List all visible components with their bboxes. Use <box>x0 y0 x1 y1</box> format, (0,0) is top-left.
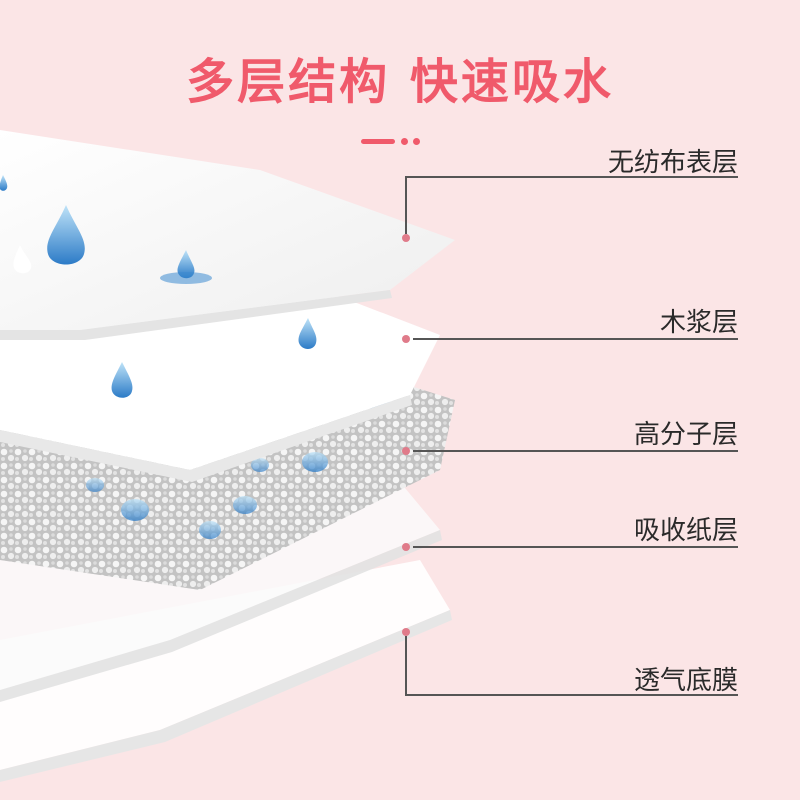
water-drops <box>0 175 317 398</box>
layer-label-nonwoven: 无纺布表层 <box>607 148 738 178</box>
layer-label-absorbent-paper: 吸收纸层 <box>633 516 738 546</box>
layer-label-wood-pulp: 木浆层 <box>659 308 738 338</box>
nonwoven-top-layer <box>0 130 455 340</box>
breathable-film-layer <box>0 560 452 782</box>
headline: 多层结构 快速吸水 <box>186 54 614 110</box>
layer-label-breathable-film: 透气底膜 <box>633 666 738 696</box>
layer-label-polymer: 高分子层 <box>633 420 738 450</box>
